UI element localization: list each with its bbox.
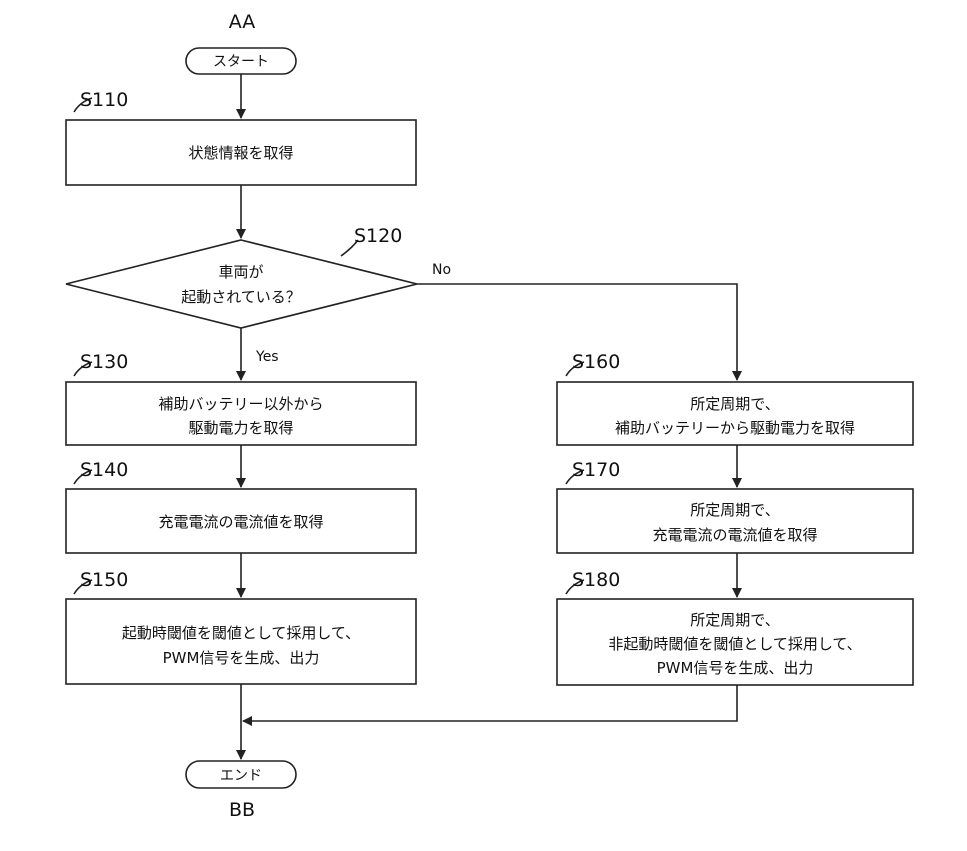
s150-label: S150	[80, 569, 128, 591]
s110-label: S110	[80, 89, 128, 111]
arrow-s180-merge	[243, 685, 737, 721]
s180-label: S180	[572, 569, 620, 591]
s150-text-line1: 起動時閾値を閾値として採用して、	[122, 624, 360, 642]
s170-text-line1: 所定周期で、	[690, 501, 779, 519]
s120-diamond	[66, 240, 417, 328]
s170-text-line2: 充電電流の電流値を取得	[652, 526, 817, 544]
s120-text-line1: 車両が	[218, 263, 263, 281]
s140-label: S140	[80, 459, 128, 481]
connector-aa: AA	[229, 11, 256, 33]
s180-text-line1: 所定周期で、	[690, 611, 779, 629]
s120-no-label: No	[432, 262, 451, 278]
s130-text-line2: 駆動電力を取得	[188, 419, 293, 437]
s180-text-line3: PWM信号を生成、出力	[657, 659, 814, 677]
s140-text: 充電電流の電流値を取得	[158, 513, 323, 531]
s160-label: S160	[572, 351, 620, 373]
s110-text: 状態情報を取得	[188, 144, 293, 162]
s150-text-line2: PWM信号を生成、出力	[163, 649, 320, 667]
s160-text-line1: 所定周期で、	[690, 395, 779, 413]
s180-text-line2: 非起動時閾値を閾値として採用して、	[608, 635, 861, 653]
s160-text-line2: 補助バッテリーから駆動電力を取得	[615, 419, 855, 437]
s130-label: S130	[80, 351, 128, 373]
s120-text-line2: 起動されている？	[181, 288, 301, 306]
s170-label: S170	[572, 459, 620, 481]
connector-bb: BB	[229, 799, 255, 821]
start-label: スタート	[213, 54, 269, 70]
s130-text-line1: 補助バッテリー以外から	[158, 395, 323, 413]
end-label: エンド	[220, 768, 262, 784]
s120-yes-label: Yes	[255, 349, 279, 365]
s120-label: S120	[354, 225, 402, 247]
